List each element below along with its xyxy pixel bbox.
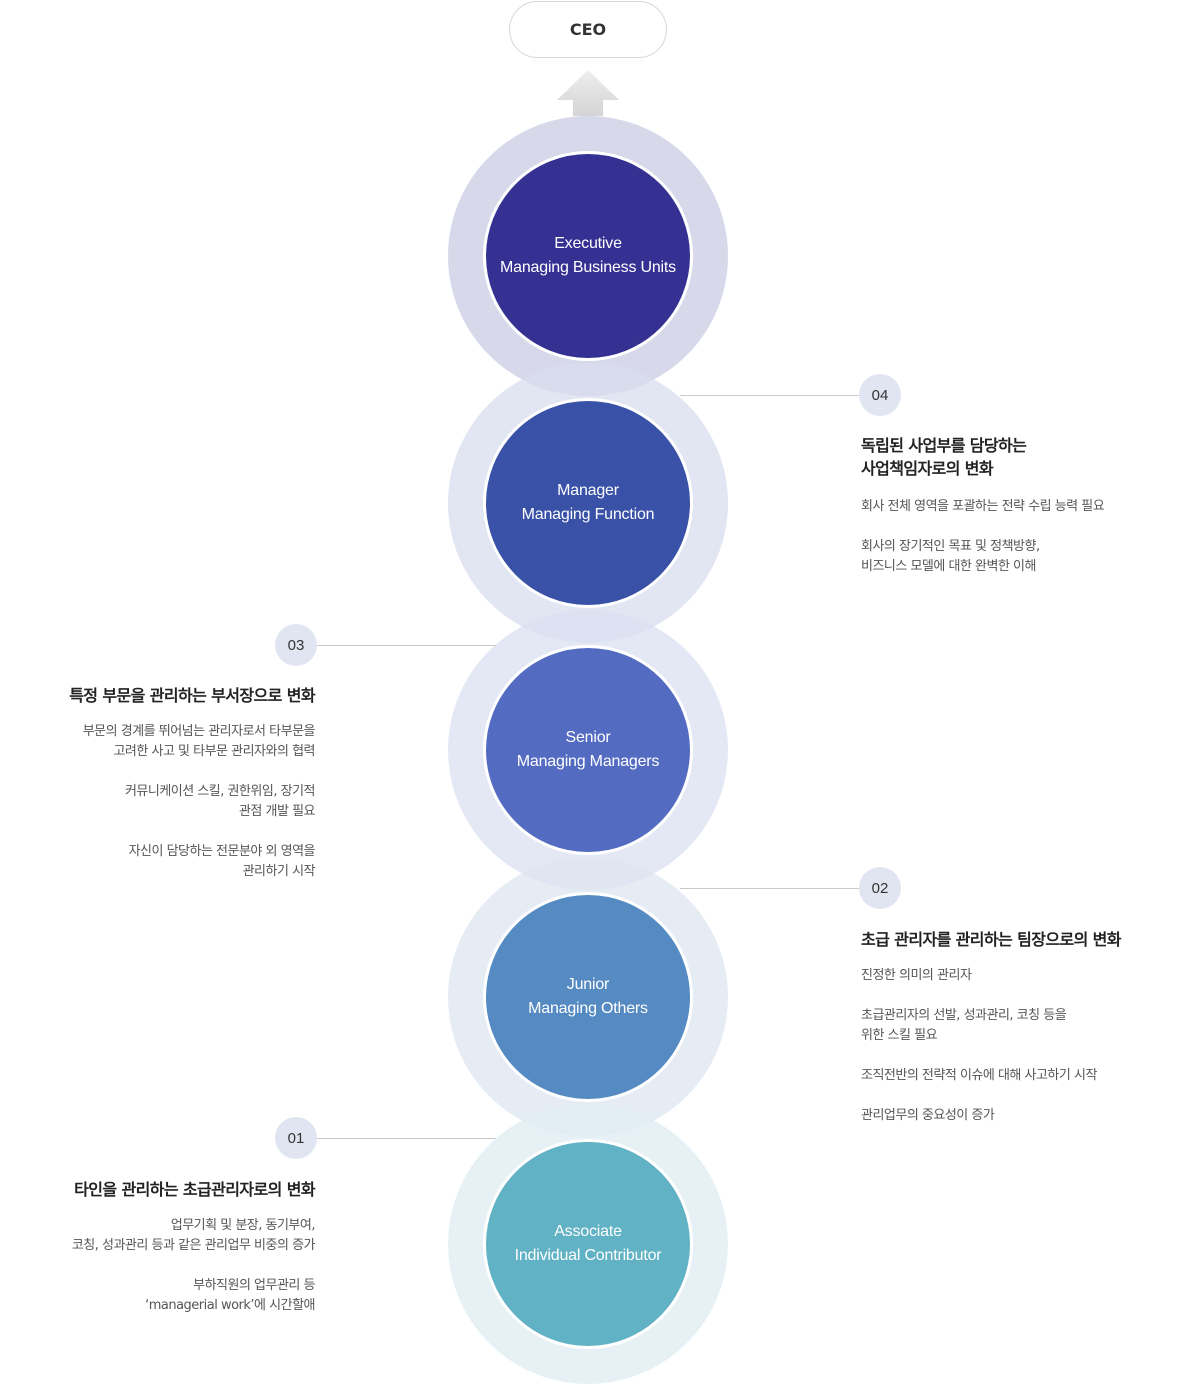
stage-item: 회사 전체 영역을 포괄하는 전략 수립 능력 필요 bbox=[861, 499, 1105, 514]
stage-number: 04 bbox=[871, 386, 889, 404]
connector-03 bbox=[314, 645, 496, 646]
stage-item: 조직전반의 전략적 이슈에 대해 사고하기 시작 bbox=[861, 1068, 1097, 1083]
stage-badge-02: 02 bbox=[859, 867, 901, 909]
stage-title-line: 타인을 관리하는 초급관리자로의 변화 bbox=[74, 1180, 315, 1199]
level-manager: Manager Managing Function bbox=[483, 398, 693, 608]
level-senior-title: Senior bbox=[565, 729, 611, 746]
stage-title-line: 초급 관리자를 관리하는 팀장으로의 변화 bbox=[861, 930, 1122, 949]
level-senior: Senior Managing Managers bbox=[483, 645, 693, 855]
level-junior: Junior Managing Others bbox=[483, 892, 693, 1102]
stage-badge-04: 04 bbox=[859, 374, 901, 416]
stage-item: 업무기획 및 분장, 동기부여,코칭, 성과관리 등과 같은 관리업무 비중의 … bbox=[71, 1218, 316, 1253]
stage-number: 02 bbox=[871, 879, 889, 897]
stage-03-description: 특정 부문을 관리하는 부서장으로 변화 부문의 경계를 뛰어넘는 관리자로서 … bbox=[10, 684, 315, 882]
stage-title: 독립된 사업부를 담당하는 사업책임자로의 변화 bbox=[861, 434, 1171, 480]
ceo-label: CEO bbox=[569, 20, 607, 39]
stage-01-description: 타인을 관리하는 초급관리자로의 변화 업무기획 및 분장, 동기부여,코칭, … bbox=[10, 1178, 316, 1316]
stage-item: 관리업무의 중요성이 증가 bbox=[861, 1108, 995, 1123]
stage-02-description: 초급 관리자를 관리하는 팀장으로의 변화 진정한 의미의 관리자 초급관리자의… bbox=[861, 928, 1171, 1126]
level-associate-title: Associate bbox=[554, 1223, 622, 1240]
stage-title: 타인을 관리하는 초급관리자로의 변화 bbox=[10, 1178, 315, 1201]
level-associate-subtitle: Individual Contributor bbox=[514, 1247, 662, 1264]
stage-number: 01 bbox=[287, 1129, 305, 1147]
stage-item: 진정한 의미의 관리자 bbox=[861, 968, 972, 983]
stage-04-description: 독립된 사업부를 담당하는 사업책임자로의 변화 회사 전체 영역을 포괄하는 … bbox=[861, 434, 1171, 577]
level-associate: Associate Individual Contributor bbox=[483, 1139, 693, 1349]
connector-04 bbox=[680, 395, 862, 396]
level-executive: Executive Managing Business Units bbox=[483, 151, 693, 361]
stage-item: 부하직원의 업무관리 등‘managerial work’에 시간할애 bbox=[145, 1278, 315, 1313]
level-junior-subtitle: Managing Others bbox=[528, 1000, 648, 1017]
ceo-box: CEO bbox=[509, 1, 667, 58]
level-senior-subtitle: Managing Managers bbox=[516, 753, 660, 770]
stage-title: 특정 부문을 관리하는 부서장으로 변화 bbox=[10, 684, 315, 707]
connector-02 bbox=[680, 888, 862, 889]
level-executive-subtitle: Managing Business Units bbox=[500, 259, 676, 276]
stage-title-line: 사업책임자로의 변화 bbox=[861, 459, 994, 478]
level-executive-title: Executive bbox=[554, 235, 622, 252]
stage-badge-03: 03 bbox=[275, 624, 317, 666]
up-arrow-icon bbox=[557, 70, 619, 116]
level-manager-subtitle: Managing Function bbox=[521, 506, 655, 523]
stage-title-line: 독립된 사업부를 담당하는 bbox=[861, 436, 1027, 455]
level-junior-title: Junior bbox=[566, 976, 610, 993]
stage-number: 03 bbox=[287, 636, 305, 654]
stage-item: 회사의 장기적인 목표 및 정책방향,비즈니스 모델에 대한 완벽한 이해 bbox=[861, 539, 1040, 574]
stage-badge-01: 01 bbox=[275, 1117, 317, 1159]
stage-title: 초급 관리자를 관리하는 팀장으로의 변화 bbox=[861, 928, 1171, 951]
stage-title-line: 특정 부문을 관리하는 부서장으로 변화 bbox=[69, 686, 315, 705]
connector-01 bbox=[314, 1138, 496, 1139]
level-manager-title: Manager bbox=[557, 482, 619, 499]
